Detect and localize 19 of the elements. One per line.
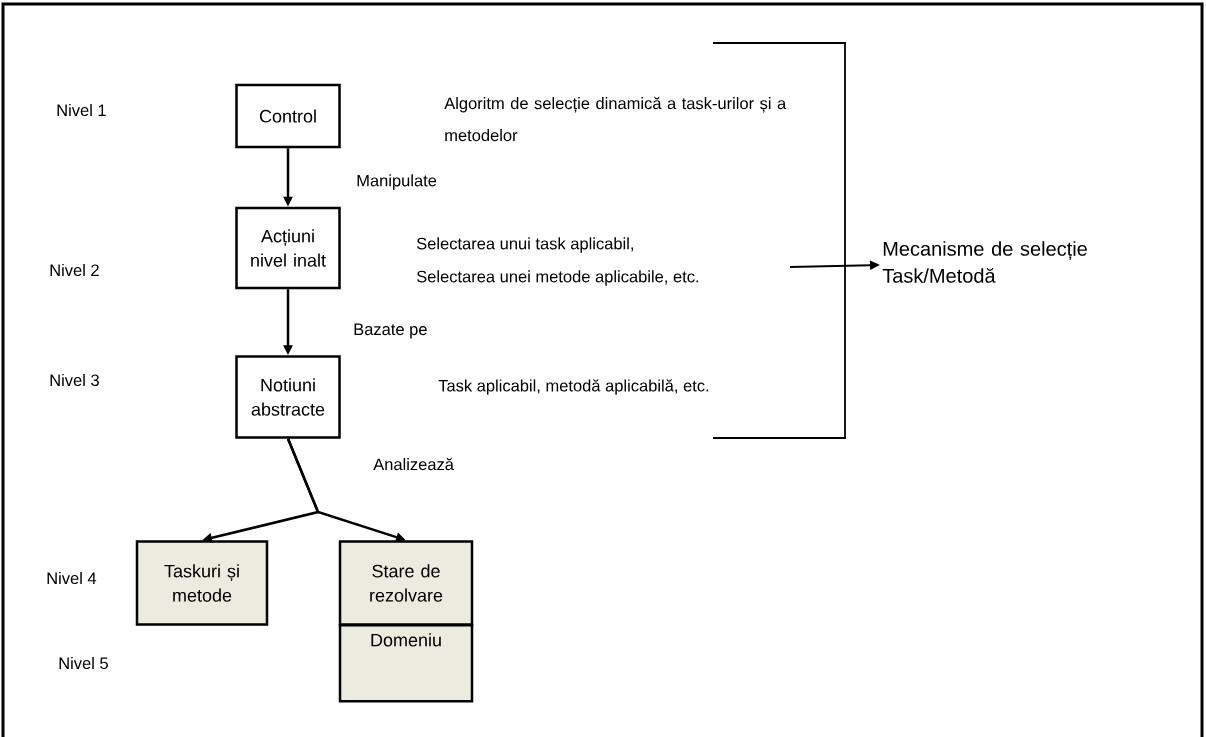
process-box: Acțiuni nivel inalt — [235, 206, 341, 290]
edge-label: Analizează — [372, 456, 455, 472]
edge-label: Bazate pe — [352, 322, 429, 340]
edge-label: Manipulate — [355, 173, 438, 191]
text-label: Selectarea unei metode aplicabile, etc. — [416, 270, 699, 286]
text-label: Task aplicabil, metodă aplicabilă, etc. — [438, 379, 709, 395]
text-label: Nivel 4 — [47, 571, 97, 585]
text-label: Selectarea unui task aplicabil, — [416, 237, 633, 253]
process-box: Taskuri și metode — [135, 540, 269, 626]
process-box: Stare de rezolvare — [338, 540, 474, 626]
text-label: Mecanisme de selecție Task/Metodă — [882, 241, 1087, 283]
process-box: Control — [235, 83, 341, 149]
text-label: Nivel 5 — [59, 656, 108, 670]
text-label: Nivel 3 — [50, 373, 99, 387]
process-box: Domeniu — [338, 624, 474, 703]
text-label: Nivel 2 — [50, 263, 99, 277]
text-label: Algoritm de selecție dinamică a task-urilor și a metodelor — [444, 96, 787, 142]
text-label: Nivel 1 — [57, 103, 106, 117]
process-box: Notiuni abstracte — [235, 355, 341, 439]
